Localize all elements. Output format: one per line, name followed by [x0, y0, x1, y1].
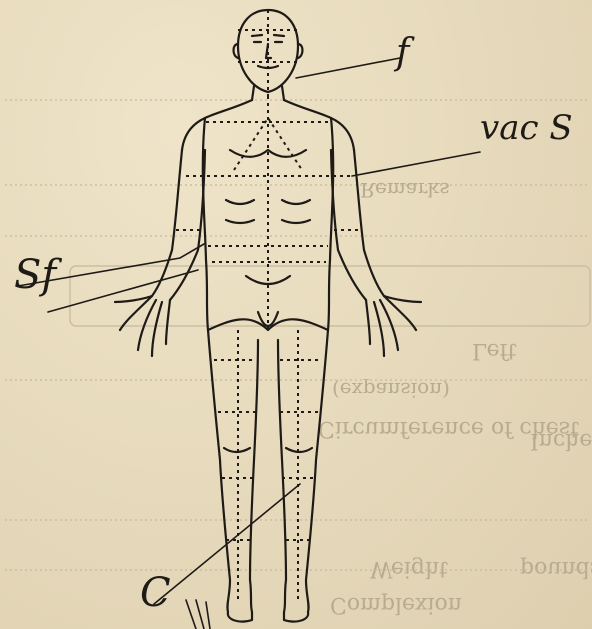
- annotation-head-mark: f: [396, 32, 409, 73]
- annotation-arm-mark: vac S: [480, 108, 573, 148]
- annotation-hand-mark: Sf: [14, 252, 56, 298]
- annotation-leg-mark: C: [140, 570, 171, 616]
